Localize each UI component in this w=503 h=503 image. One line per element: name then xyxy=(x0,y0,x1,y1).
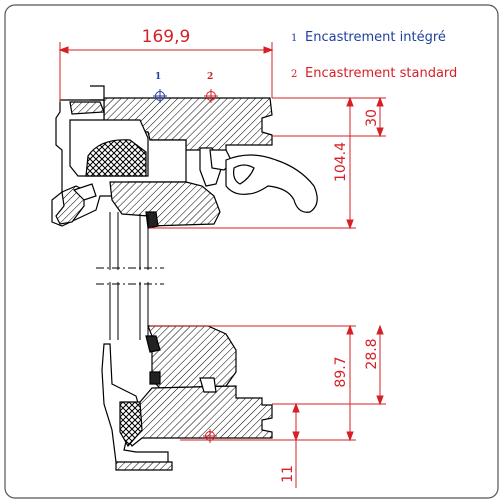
bottom-gasket-2 xyxy=(149,371,161,385)
top-clip-detail xyxy=(72,183,97,201)
handle-inner xyxy=(233,164,255,185)
top-insulation xyxy=(85,139,147,177)
top-clip-lower xyxy=(55,185,85,225)
bottom-profile xyxy=(101,325,273,471)
legend-label-2: Encastrement standard xyxy=(305,66,457,81)
top-clip xyxy=(90,85,105,101)
dim-104: 104.4 xyxy=(333,142,349,182)
bottom-fitting xyxy=(199,377,217,393)
top-profile xyxy=(51,85,318,229)
legend-num-1: 1 xyxy=(291,33,297,44)
dimension-labels: 169,9 30 104.4 89.7 28.8 11 xyxy=(142,27,380,483)
bottom-upper-sash xyxy=(147,325,237,389)
dim-30: 30 xyxy=(364,109,380,127)
position-markers-top: 1 2 xyxy=(153,72,218,103)
top-cap xyxy=(69,101,105,115)
dimension-lines xyxy=(58,42,386,488)
legend-label-1: Encastrement intégré xyxy=(305,30,446,45)
top-lower-sash xyxy=(109,181,221,227)
dim-11: 11 xyxy=(280,465,296,483)
marker-1-label: 1 xyxy=(155,72,161,82)
legend: 1 Encastrement intégré 2 Encastrement st… xyxy=(291,30,457,81)
legend-num-2: 2 xyxy=(291,69,297,80)
bottom-insulation xyxy=(119,401,143,448)
bottom-drip xyxy=(115,461,173,471)
dim-89: 89.7 xyxy=(333,356,349,387)
dim-28: 28.8 xyxy=(364,338,380,369)
bottom-gasket-1 xyxy=(145,335,161,353)
glazing xyxy=(96,212,164,340)
top-gasket xyxy=(145,211,159,229)
marker-2-label: 2 xyxy=(207,72,213,82)
dim-width-top: 169,9 xyxy=(142,27,191,47)
